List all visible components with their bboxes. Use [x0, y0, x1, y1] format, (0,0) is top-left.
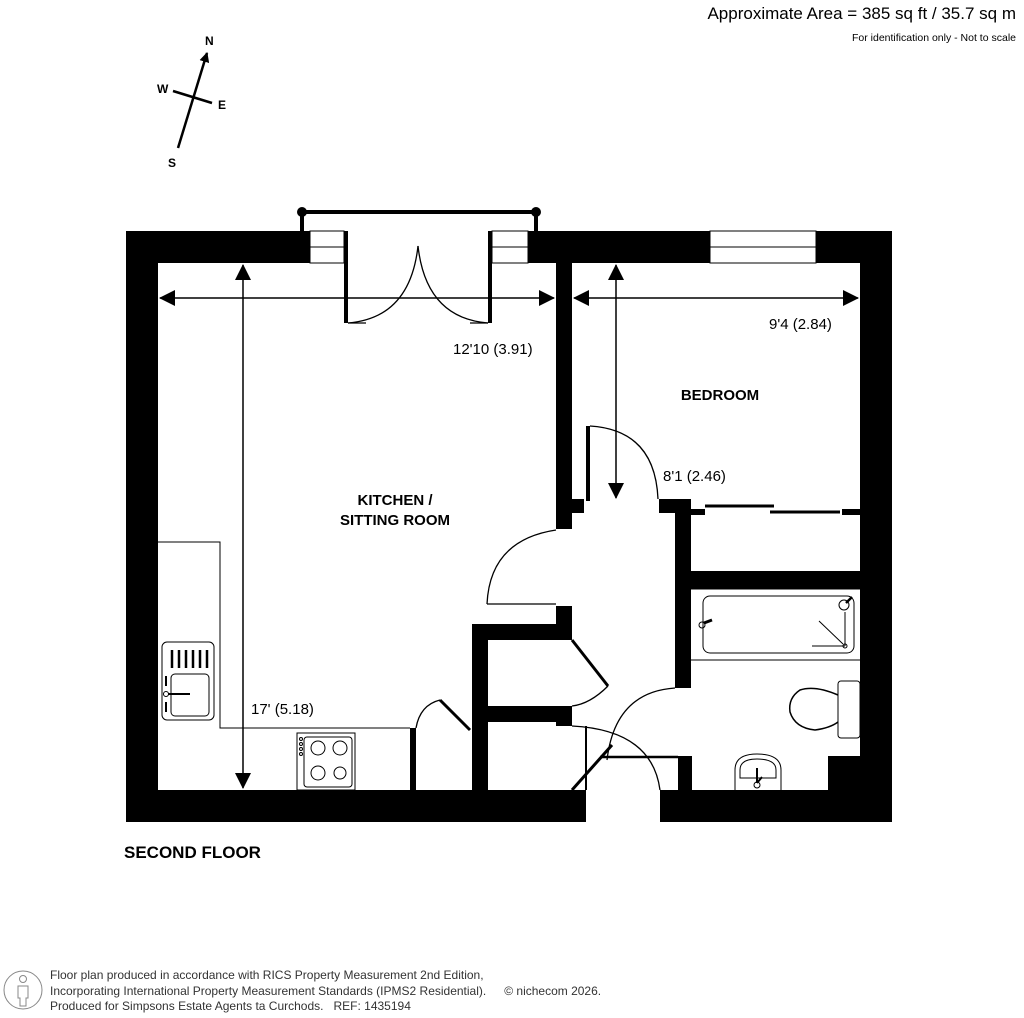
- wardrobe-doors: [705, 504, 840, 514]
- balcony-rail: [297, 207, 541, 232]
- cooker-hob-icon: [296, 732, 356, 791]
- window-bedroom: [709, 230, 817, 264]
- footer-line-1: Floor plan produced in accordance with R…: [50, 968, 484, 982]
- kitchen-counter: [158, 541, 410, 729]
- footer-notes: Floor plan produced in accordance with R…: [50, 968, 601, 1015]
- bedroom-length-dimension: 8'1 (2.46): [663, 468, 726, 485]
- dimension-lines: [159, 264, 859, 789]
- kitchen-width-dimension: 12'10 (3.91): [453, 341, 533, 358]
- reference-number: REF: 1435194: [333, 999, 411, 1013]
- room-label-kitchen: KITCHEN /: [358, 492, 434, 509]
- kitchen-sink-icon: [161, 641, 215, 721]
- floor-label: SECOND FLOOR: [124, 843, 261, 862]
- compass-west: W: [157, 82, 169, 96]
- basin-icon: [734, 753, 782, 790]
- compass-icon: N W E S: [157, 34, 226, 170]
- compass-east: E: [218, 98, 226, 112]
- bedroom-width-dimension: 9'4 (2.84): [769, 316, 832, 333]
- bathtub-icon: [691, 588, 860, 661]
- footer-line-2: Incorporating International Property Mea…: [50, 983, 487, 998]
- approximate-area: Approximate Area = 385 sq ft / 35.7 sq m: [707, 4, 1016, 23]
- scale-disclaimer: For identification only - Not to scale: [852, 32, 1016, 44]
- room-label-bedroom: BEDROOM: [681, 387, 759, 404]
- person-info-icon: [3, 970, 43, 1010]
- toilet-icon: [788, 680, 861, 739]
- footer-line-3: Produced for Simpsons Estate Agents ta C…: [50, 999, 324, 1013]
- doors: [347, 245, 678, 791]
- compass-south: S: [168, 156, 176, 170]
- kitchen-length-dimension: 17' (5.18): [251, 701, 314, 718]
- room-label-sitting-room: SITTING ROOM: [340, 512, 450, 529]
- walls: [126, 231, 892, 822]
- window-kitchen-right: [491, 230, 529, 264]
- compass-north: N: [205, 34, 214, 48]
- window-kitchen-left: [309, 230, 345, 264]
- copyright: © nichecom 2026.: [504, 983, 602, 998]
